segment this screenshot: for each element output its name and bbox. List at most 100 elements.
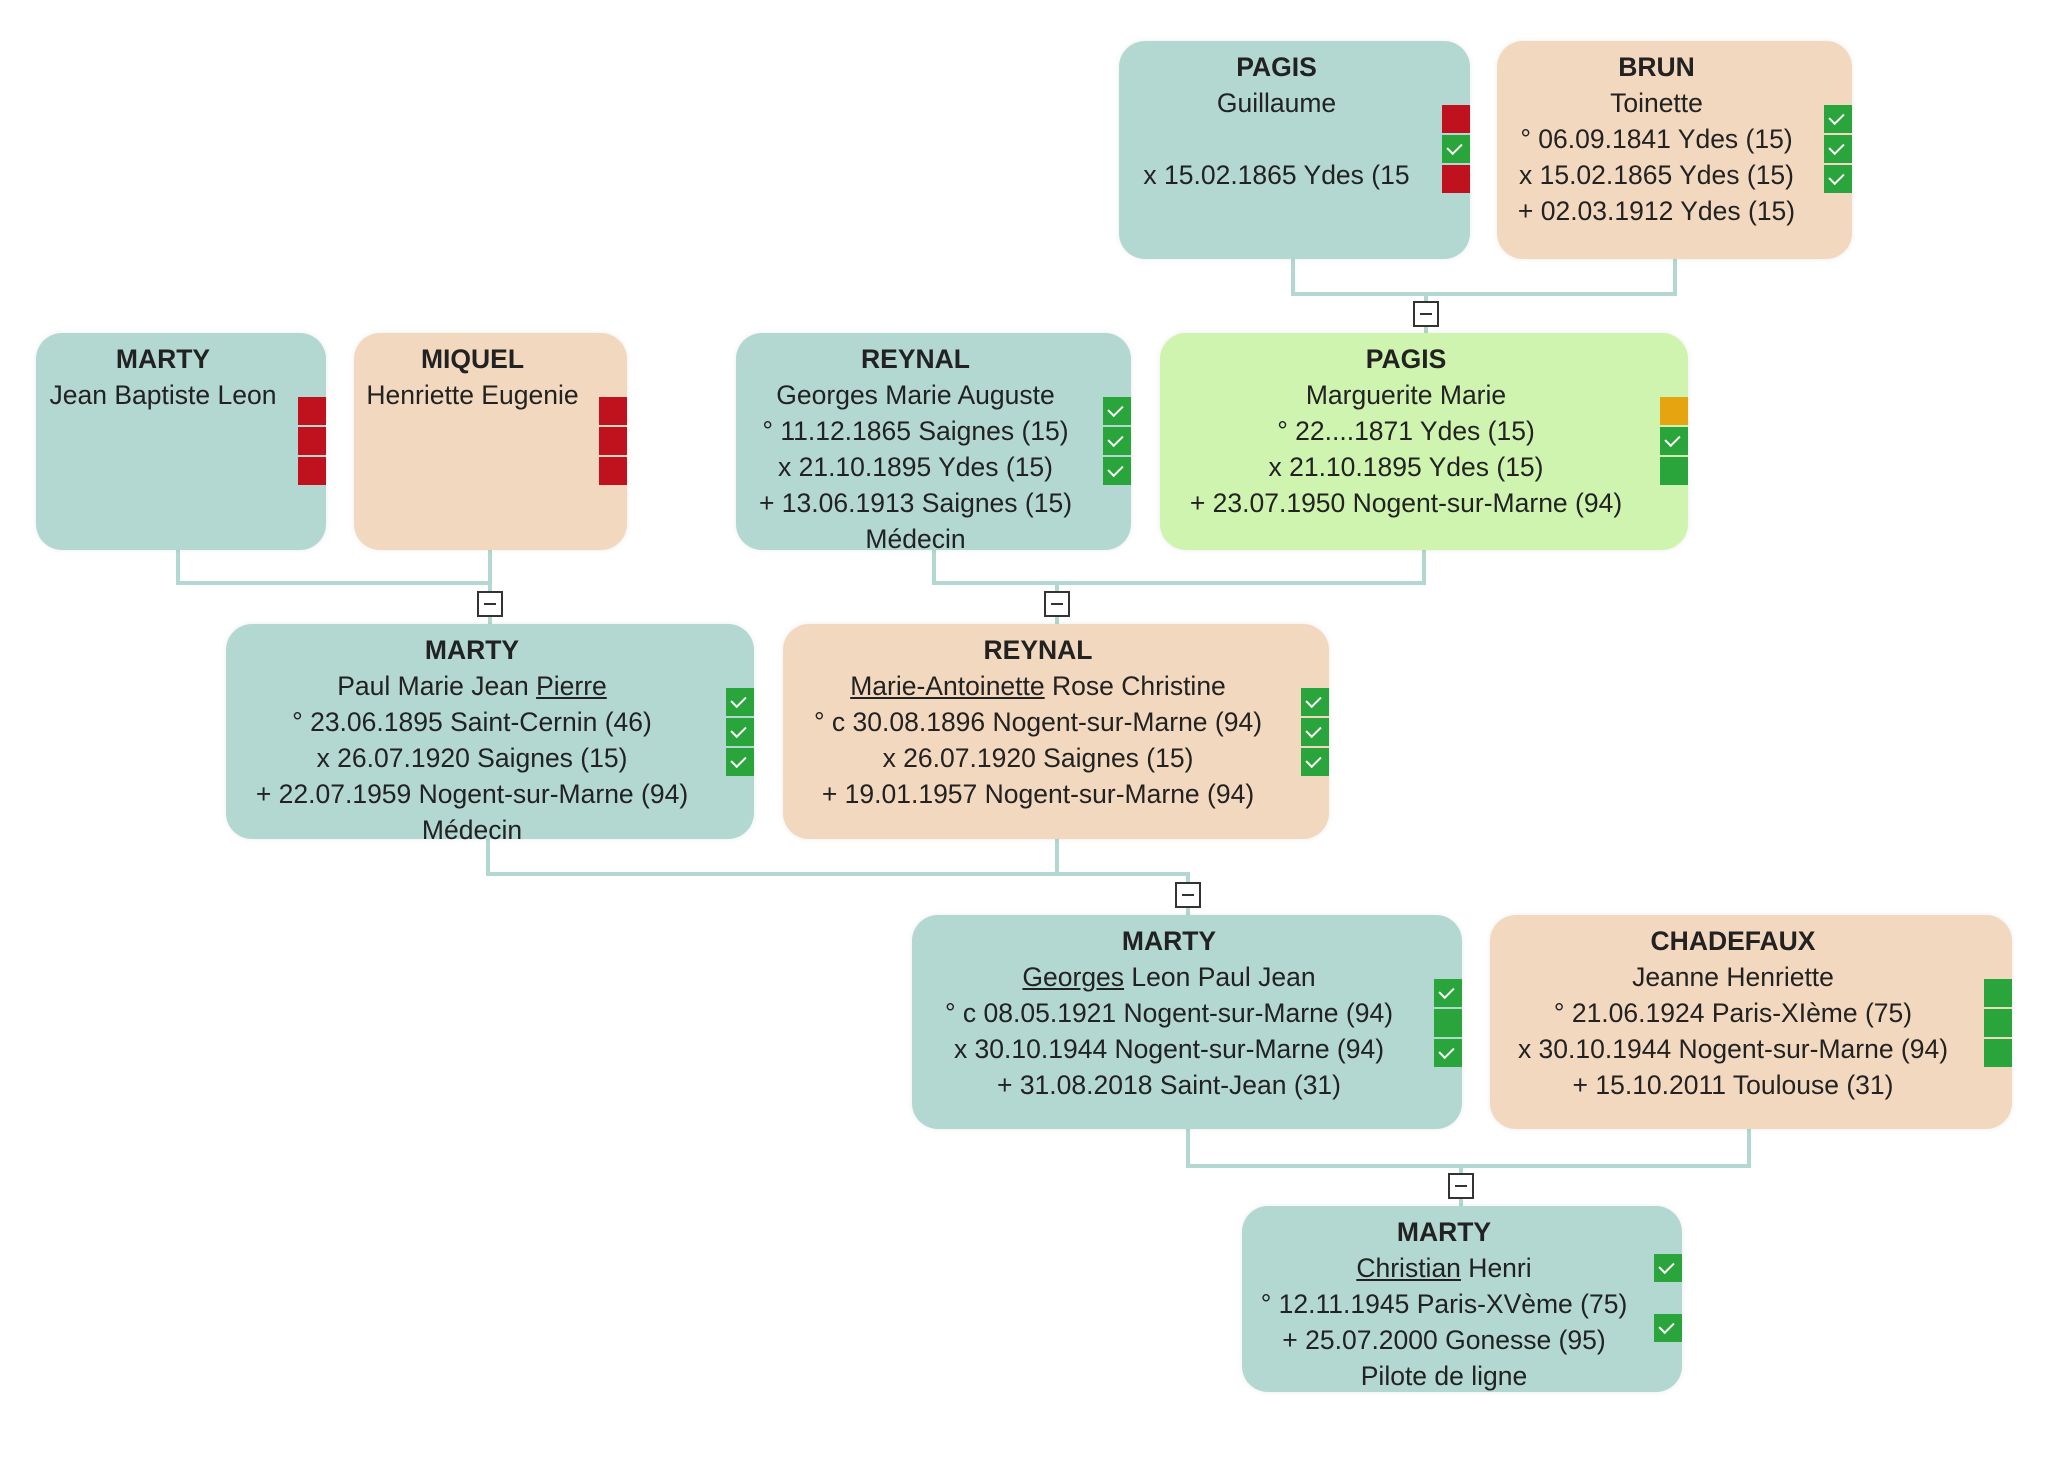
given-names: Marie-Antoinette Rose Christine bbox=[783, 668, 1293, 704]
source-verified-check-icon bbox=[726, 718, 754, 746]
event-line: ° c 30.08.1896 Nogent-sur-Marne (94) bbox=[813, 707, 1263, 737]
collapse-toggle-marty-reynal[interactable] bbox=[1175, 882, 1201, 908]
missing-source-icon bbox=[599, 457, 627, 485]
source-verified-check-icon bbox=[1103, 457, 1131, 485]
given-name: Georges Marie Auguste bbox=[776, 380, 1055, 410]
given-names: Henriette Eugenie bbox=[354, 377, 591, 413]
source-verified-check-icon bbox=[1434, 979, 1462, 1007]
source-verified-check-icon bbox=[1824, 135, 1852, 163]
source-present-icon bbox=[1660, 457, 1688, 485]
event-line: ° 21.06.1924 Paris-XIème (75) bbox=[1553, 998, 1913, 1028]
source-status-flags bbox=[1824, 105, 1852, 195]
surname: MARTY bbox=[115, 344, 211, 374]
surname: REYNAL bbox=[861, 344, 970, 374]
event-line bbox=[1119, 121, 1434, 157]
person-text: MARTY Jean Baptiste Leon bbox=[36, 341, 290, 413]
given-name: Toinette bbox=[1610, 88, 1703, 118]
event-line: Pilote de ligne bbox=[1360, 1361, 1528, 1391]
event-line: x 15.02.1865 Ydes (15 bbox=[1143, 160, 1410, 190]
source-verified-check-icon bbox=[1301, 718, 1329, 746]
missing-source-icon bbox=[1442, 105, 1470, 133]
partial-source-icon bbox=[1660, 397, 1688, 425]
given-name: Guillaume bbox=[1216, 88, 1337, 118]
given-name: Rose Christine bbox=[1044, 671, 1226, 701]
collapse-toggle-reynal-pagis[interactable] bbox=[1044, 591, 1070, 617]
given-names: Marguerite Marie bbox=[1160, 377, 1652, 413]
usual-given-name: Marie-Antoinette bbox=[850, 671, 1045, 701]
person-card-guillaume-pagis[interactable]: PAGIS Guillaume x 15.02.1865 Ydes (15 bbox=[1119, 41, 1470, 259]
source-status-flags bbox=[599, 397, 627, 487]
given-name: Jean Baptiste Leon bbox=[49, 380, 277, 410]
event-line: + 31.08.2018 Saint-Jean (31) bbox=[996, 1070, 1341, 1100]
given-names: Jean Baptiste Leon bbox=[36, 377, 290, 413]
surname: REYNAL bbox=[983, 635, 1093, 665]
source-verified-check-icon bbox=[1824, 165, 1852, 193]
source-verified-check-icon bbox=[1103, 397, 1131, 425]
source-verified-check-icon bbox=[1824, 105, 1852, 133]
given-names: Christian Henri bbox=[1242, 1250, 1646, 1286]
event-line: + 23.07.1950 Nogent-sur-Marne (94) bbox=[1189, 488, 1623, 518]
given-name: Paul Marie Jean bbox=[337, 671, 537, 701]
given-names: Paul Marie Jean Pierre bbox=[226, 668, 718, 704]
source-verified-check-icon bbox=[1442, 135, 1470, 163]
person-card-georges-reynal[interactable]: REYNAL Georges Marie Auguste ° 11.12.1865 … bbox=[736, 333, 1131, 554]
collapse-toggle-pagis-brun[interactable] bbox=[1413, 301, 1439, 327]
surname: MARTY bbox=[1396, 1217, 1492, 1247]
given-names: Jeanne Henriette bbox=[1490, 959, 1976, 995]
given-name: Jeanne Henriette bbox=[1632, 962, 1834, 992]
event-line: + 15.10.2011 Toulouse (31) bbox=[1572, 1070, 1894, 1100]
event-line: ° 12.11.1945 Paris-XVème (75) bbox=[1260, 1289, 1628, 1319]
person-text: REYNAL Georges Marie Auguste ° 11.12.1865 … bbox=[736, 341, 1095, 557]
source-status-flags bbox=[726, 688, 754, 778]
event-line: ° 23.06.1895 Saint-Cernin (46) bbox=[292, 707, 652, 737]
event-line: + 25.07.2000 Gonesse (95) bbox=[1282, 1325, 1606, 1355]
missing-source-icon bbox=[599, 397, 627, 425]
missing-source-icon bbox=[298, 427, 326, 455]
missing-source-icon bbox=[298, 397, 326, 425]
usual-given-name: Georges bbox=[1022, 962, 1125, 992]
surname: PAGIS bbox=[1236, 52, 1317, 82]
collapse-toggle-marty-chadefaux[interactable] bbox=[1448, 1173, 1474, 1199]
given-name: Henri bbox=[1460, 1253, 1532, 1283]
person-card-jean-baptiste-marty[interactable]: MARTY Jean Baptiste Leon bbox=[36, 333, 326, 550]
source-present-icon bbox=[1984, 979, 2012, 1007]
event-line: ° 11.12.1865 Saignes (15) bbox=[762, 416, 1069, 446]
event-line: Médecin bbox=[865, 524, 966, 554]
surname: PAGIS bbox=[1365, 344, 1447, 374]
given-name: Marguerite Marie bbox=[1305, 380, 1507, 410]
given-names: Georges Leon Paul Jean bbox=[912, 959, 1426, 995]
missing-source-icon bbox=[1442, 165, 1470, 193]
source-verified-check-icon bbox=[1301, 688, 1329, 716]
source-status-flags bbox=[1660, 397, 1688, 487]
collapse-toggle-marty-miquel[interactable] bbox=[477, 591, 503, 617]
source-status-flags bbox=[1434, 979, 1462, 1069]
source-status-flags bbox=[1984, 979, 2012, 1069]
missing-source-icon bbox=[298, 457, 326, 485]
source-verified-check-icon bbox=[1654, 1254, 1682, 1282]
source-status-flags bbox=[1301, 688, 1329, 778]
event-line: x 15.02.1865 Ydes (15) bbox=[1518, 160, 1794, 190]
event-line: x 26.07.1920 Saignes (15) bbox=[316, 743, 628, 773]
source-present-icon bbox=[1984, 1009, 2012, 1037]
source-status-flags bbox=[1442, 105, 1470, 195]
given-name: Henriette Eugenie bbox=[366, 380, 579, 410]
source-status-flags bbox=[1654, 1254, 1682, 1344]
person-text: PAGIS Guillaume x 15.02.1865 Ydes (15 bbox=[1119, 49, 1434, 193]
event-line: x 21.10.1895 Ydes (15) bbox=[777, 452, 1053, 482]
